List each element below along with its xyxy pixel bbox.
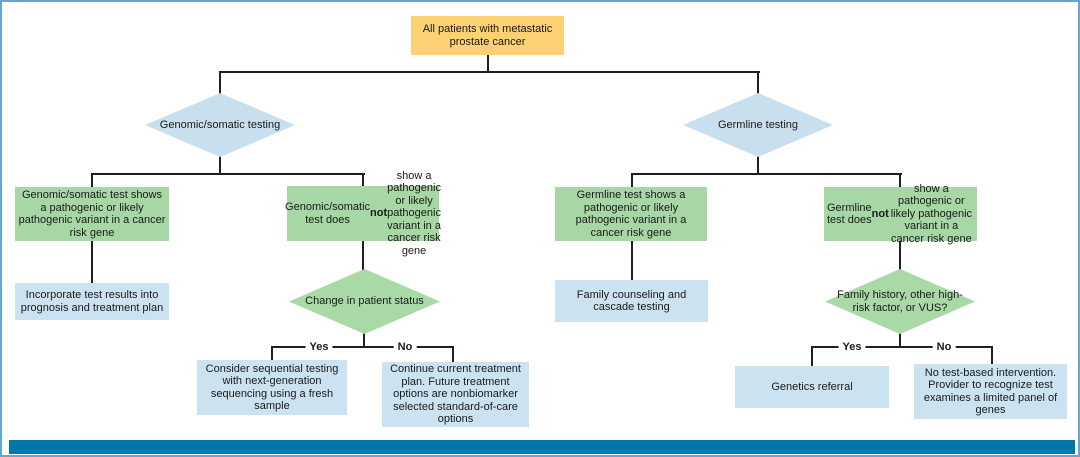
connector-line: [487, 54, 489, 72]
node-genomic-test-positive: Genomic/somatic test shows a pathogenic …: [15, 187, 169, 241]
connector-line: [452, 346, 454, 363]
branch-label-yes: Yes: [838, 341, 866, 353]
diamond-shape: [825, 269, 975, 334]
diamond-shape: [289, 269, 440, 334]
connector-line: [271, 346, 454, 348]
connector-line: [899, 240, 901, 270]
node-no-test-based-intervention: No test-based intervention. Provider to …: [914, 364, 1067, 419]
connector-line: [899, 333, 901, 348]
diamond-label: Change in patient status: [305, 295, 424, 308]
branch-label-no: No: [932, 341, 956, 353]
branch-label-no: No: [393, 341, 417, 353]
node-genetics-referral: Genetics referral: [735, 366, 889, 408]
node-consider-sequential-testing: Consider sequential testing with next-ge…: [197, 360, 347, 415]
diamond-shape: [683, 93, 833, 157]
node-genomic-test-negative: Genomic/somatic test does not show a pat…: [285, 169, 441, 257]
connector-line: [631, 173, 633, 188]
branch-label-yes: Yes: [305, 341, 333, 353]
connector-line: [362, 173, 364, 188]
connector-line: [91, 240, 93, 284]
node-decision-germline-testing: Germline testing: [683, 93, 833, 157]
connector-line: [219, 71, 760, 73]
connector-line: [811, 346, 993, 348]
connector-line: [271, 346, 273, 361]
connector-line: [991, 346, 993, 365]
connector-line: [631, 240, 633, 281]
node-germline-test-positive: Germline test shows a pathogenic or like…: [555, 187, 707, 241]
node-incorporate-test-results: Incorporate test results into prognosis …: [15, 283, 169, 320]
connector-line: [757, 71, 759, 95]
connector-line: [757, 156, 759, 175]
connector-line: [219, 156, 221, 175]
node-root-all-patients: All patients with metastatic prostate ca…: [411, 16, 564, 55]
node-germline-test-negative: Germline test does not show a pathogenic…: [824, 183, 977, 245]
footer-accent-bar: [9, 440, 1075, 454]
diamond-shape: [145, 93, 295, 157]
connector-line: [362, 240, 364, 270]
diamond-label: Family history, other high-risk factor, …: [837, 289, 963, 314]
connector-line: [631, 173, 902, 175]
connector-line: [899, 173, 901, 188]
connector-line: [91, 173, 365, 175]
diamond-label: Genomic/somatic testing: [159, 118, 281, 131]
node-continue-current-treatment: Continue current treatment plan. Future …: [382, 362, 529, 427]
diamond-label: Germline testing: [717, 118, 799, 131]
connector-line: [811, 346, 813, 367]
node-decision-change-in-patient-status: Change in patient status: [289, 269, 440, 334]
node-decision-genomic-somatic-testing: Genomic/somatic testing: [145, 93, 295, 157]
connector-line: [219, 71, 221, 95]
node-family-counseling: Family counseling and cascade testing: [555, 280, 708, 322]
connector-line: [363, 333, 365, 348]
node-decision-family-history-vus: Family history, other high-risk factor, …: [825, 269, 975, 334]
connector-line: [91, 173, 93, 188]
